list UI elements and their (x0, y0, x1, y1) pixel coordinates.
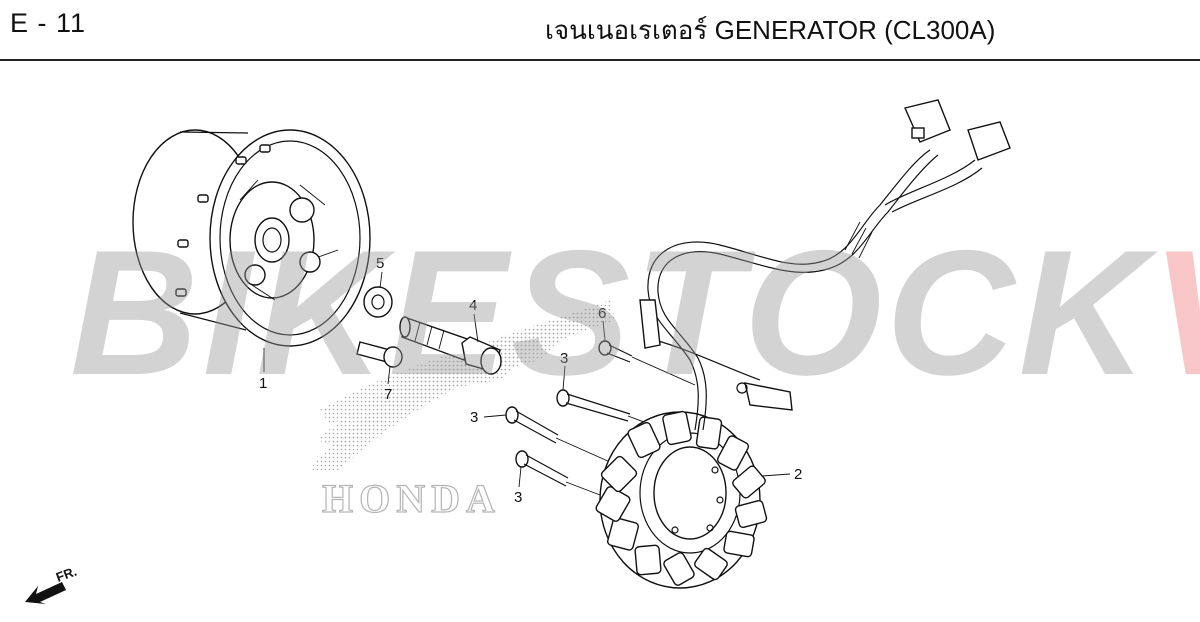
stator-coil (595, 410, 768, 589)
front-direction-arrow: FR. (25, 564, 79, 604)
callout-2: 2 (794, 466, 802, 483)
callout-4: 4 (469, 297, 477, 314)
flange-bolt (399, 316, 502, 375)
connector-upper-left (904, 99, 951, 143)
stator-bolts (505, 389, 661, 496)
callout-3-middle: 3 (470, 409, 478, 426)
connector-upper-right (967, 121, 1011, 161)
callout-5: 5 (376, 255, 384, 272)
leader-lines (263, 271, 791, 488)
wire-harness (639, 99, 1011, 431)
bolt-6 (598, 340, 696, 386)
honda-logo-text: HONDA (322, 476, 501, 521)
header-divider (0, 59, 1200, 61)
page-title: เจนเนอเรเตอร์ GENERATOR (CL300A) (545, 15, 996, 45)
front-label: FR. (54, 564, 79, 585)
page-header: E - 11 เจนเนอเรเตอร์ GENERATOR (CL300A) (0, 0, 1200, 61)
page-code: E - 11 (10, 8, 87, 38)
connector-small (736, 382, 793, 411)
callout-1: 1 (259, 375, 267, 392)
callout-7: 7 (384, 386, 392, 403)
callout-3-bottom: 3 (514, 489, 522, 506)
special-bolt (356, 341, 403, 368)
callout-6: 6 (598, 305, 606, 322)
washer (363, 286, 393, 318)
callout-3-top: 3 (560, 350, 568, 367)
flywheel-rotor (132, 129, 371, 347)
honda-wing-logo: HONDA (310, 300, 615, 522)
